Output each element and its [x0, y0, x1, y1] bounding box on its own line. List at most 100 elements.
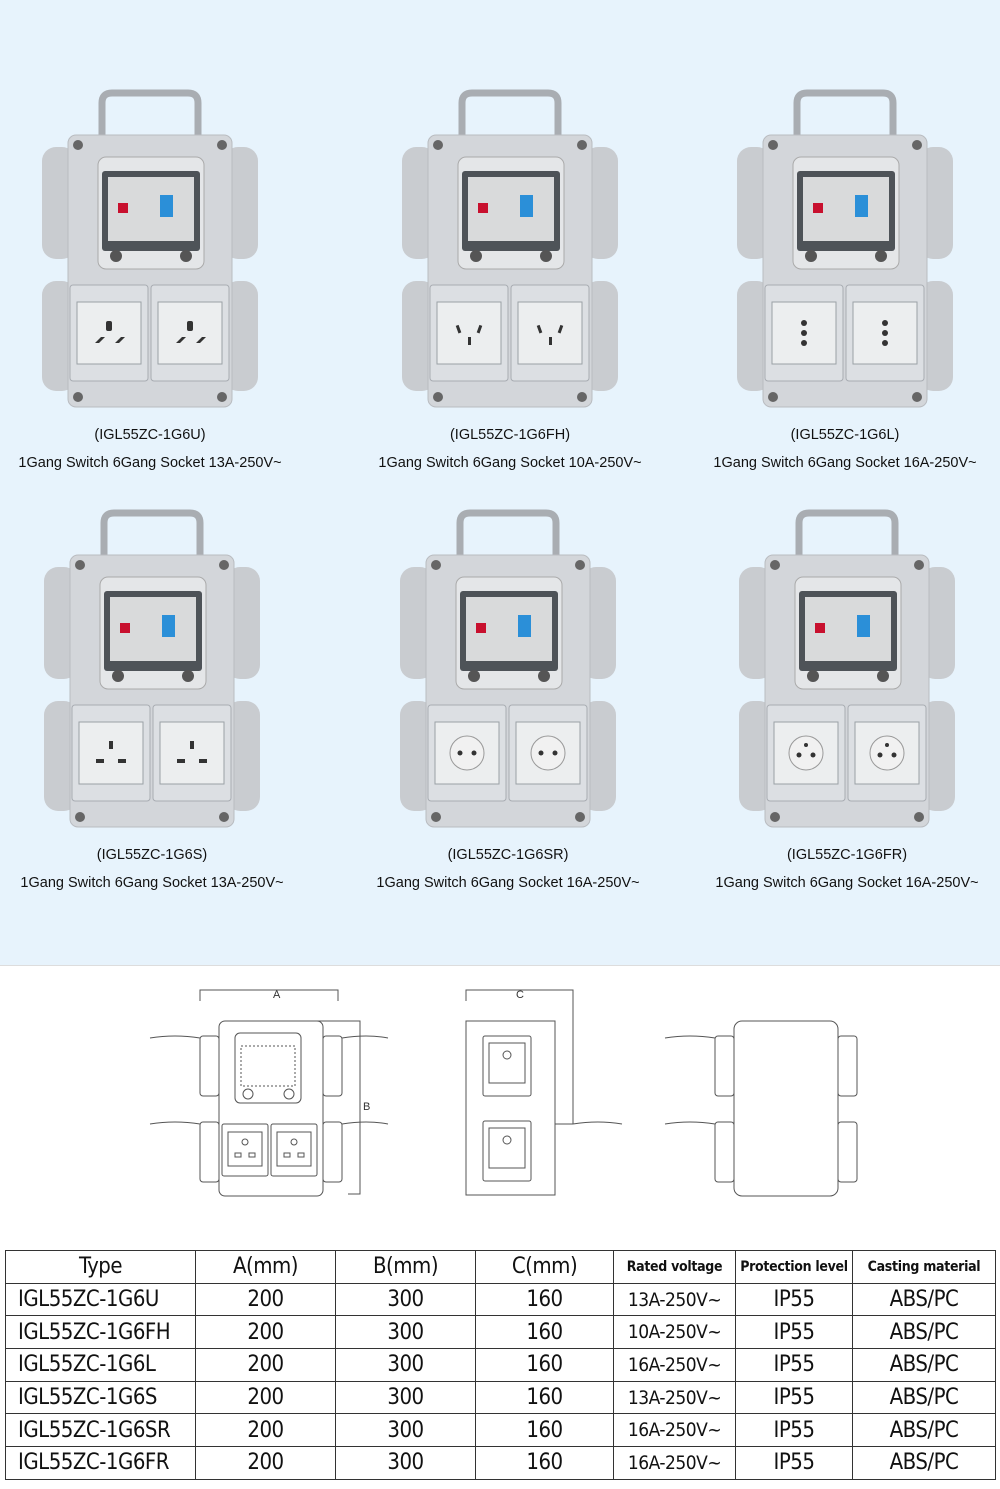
table-cell: ABS/PC [852, 1446, 996, 1480]
product-description: 1Gang Switch 6Gang Socket 16A-250V~ [715, 875, 979, 891]
product-description: 1Gang Switch 6Gang Socket 16A-250V~ [713, 455, 977, 471]
breaker-switch [162, 615, 175, 637]
table-cell: IGL55ZC-1G6FR [5, 1446, 196, 1480]
table-cell: ABS/PC [852, 1413, 996, 1448]
table-cell: 10A-250V~ [613, 1315, 736, 1350]
table-cell: 160 [475, 1446, 614, 1480]
indicator-light [118, 203, 128, 213]
socket-module [71, 704, 151, 802]
table-cell: 200 [195, 1446, 336, 1480]
table-cell: ABS/PC [852, 1282, 996, 1317]
socket-module [766, 704, 846, 802]
table-cell: 300 [335, 1446, 476, 1480]
uk-socket-icon [96, 741, 126, 763]
product-model: (IGL55ZC-1G6L) [790, 427, 900, 443]
table-cell: 200 [195, 1282, 336, 1317]
dimension-drawing: A B C [0, 965, 1000, 1240]
handle [793, 89, 897, 135]
schuko-socket-icon [449, 735, 485, 771]
french-socket-icon [869, 735, 905, 771]
table-cell: IGL55ZC-1G6U [5, 1282, 196, 1317]
table-cell: 200 [195, 1348, 336, 1382]
breaker-switch [520, 195, 533, 217]
table-cell: IP55 [735, 1348, 853, 1382]
product-image [340, 85, 680, 415]
product-description: 1Gang Switch 6Gang Socket 13A-250V~ [20, 875, 284, 891]
handle [795, 509, 899, 555]
column-header: Rated voltage [613, 1250, 736, 1284]
product-gallery: (IGL55ZC-1G6U) 1Gang Switch 6Gang Socket… [0, 0, 1000, 965]
table-cell: 200 [195, 1413, 336, 1448]
table-cell: 160 [475, 1348, 614, 1382]
product-image [675, 85, 1000, 415]
product-card: (IGL55ZC-1G6U) 1Gang Switch 6Gang Socket… [0, 85, 320, 471]
product-image [338, 505, 678, 835]
socket-module [429, 284, 509, 382]
table-cell: 300 [335, 1348, 476, 1382]
indicator-light [813, 203, 823, 213]
table-cell: IGL55ZC-1G6SR [5, 1413, 196, 1448]
dimension-label-b: B [363, 1101, 370, 1113]
breaker-switch [518, 615, 531, 637]
product-image [0, 505, 322, 835]
socket-module [847, 704, 927, 802]
product-model: (IGL55ZC-1G6U) [94, 427, 206, 443]
table-cell: 300 [335, 1380, 476, 1415]
indicator-light [478, 203, 488, 213]
handle [100, 509, 204, 555]
table-cell: 160 [475, 1282, 614, 1317]
universal-socket-icon [95, 321, 125, 343]
dimension-label-a: A [273, 989, 281, 1001]
table-cell: 200 [195, 1315, 336, 1350]
breaker-switch [855, 195, 868, 217]
table-cell: 200 [195, 1380, 336, 1415]
indicator-light [120, 623, 130, 633]
handle [458, 89, 562, 135]
table-cell: 16A-250V~ [613, 1348, 736, 1382]
column-header: Casting material [852, 1250, 996, 1284]
socket-module [150, 284, 230, 382]
table-cell: 300 [335, 1413, 476, 1448]
product-image [677, 505, 1000, 835]
product-card: (IGL55ZC-1G6FR) 1Gang Switch 6Gang Socke… [677, 505, 1000, 891]
table-cell: 16A-250V~ [613, 1446, 736, 1480]
table-cell: ABS/PC [852, 1380, 996, 1415]
table-cell: IGL55ZC-1G6FH [5, 1315, 196, 1350]
product-model: (IGL55ZC-1G6FR) [786, 847, 908, 863]
table-cell: 160 [475, 1315, 614, 1350]
table-cell: IP55 [735, 1446, 853, 1480]
table-cell: 160 [475, 1380, 614, 1415]
product-card: (IGL55ZC-1G6FH) 1Gang Switch 6Gang Socke… [340, 85, 680, 471]
breaker-switch [160, 195, 173, 217]
product-description: 1Gang Switch 6Gang Socket 10A-250V~ [378, 455, 642, 471]
table-cell: IP55 [735, 1282, 853, 1317]
table-cell: IGL55ZC-1G6S [5, 1380, 196, 1415]
column-header: Type [5, 1250, 196, 1284]
handle [98, 89, 202, 135]
product-card: (IGL55ZC-1G6S) 1Gang Switch 6Gang Socket… [0, 505, 322, 891]
table-cell: IP55 [735, 1413, 853, 1448]
column-header: A(mm) [195, 1250, 336, 1284]
socket-module [845, 284, 925, 382]
product-model: (IGL55ZC-1G6FH) [449, 427, 571, 443]
socket-module [764, 284, 844, 382]
column-header: Protection level [735, 1250, 853, 1284]
chinese-socket-icon [536, 324, 564, 345]
table-cell: 13A-250V~ [613, 1282, 736, 1317]
product-image [0, 85, 320, 415]
french-socket-icon [788, 735, 824, 771]
socket-module [427, 704, 507, 802]
column-header: C(mm) [475, 1250, 614, 1284]
product-card: (IGL55ZC-1G6L) 1Gang Switch 6Gang Socket… [675, 85, 1000, 471]
universal-socket-icon [176, 321, 206, 343]
table-cell: IP55 [735, 1380, 853, 1415]
table-cell: ABS/PC [852, 1315, 996, 1350]
